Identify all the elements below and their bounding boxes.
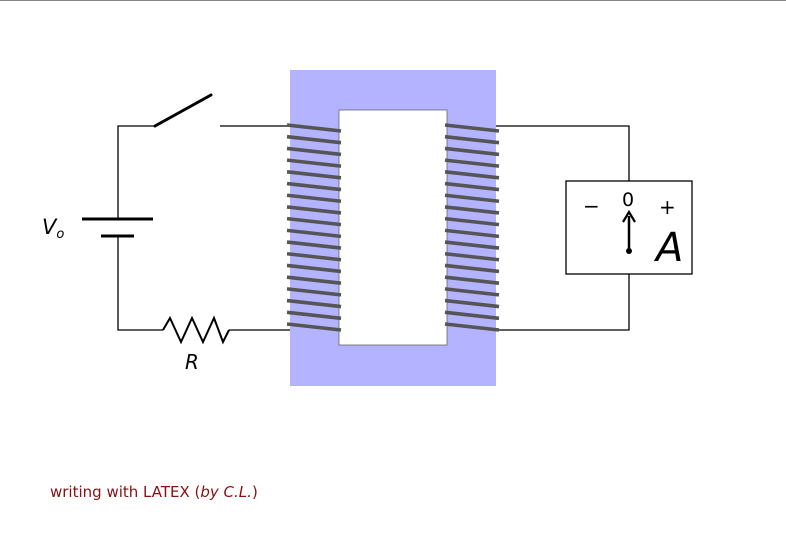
primary-winding-turn	[286, 216, 342, 227]
footer-note: writing with LATEX (by C.L.)	[50, 483, 258, 501]
secondary-winding-turn	[444, 310, 500, 321]
primary-winding-turn	[286, 146, 342, 157]
ammeter-zero-mark: 0	[622, 189, 635, 211]
ammeter-minus-sign: −	[583, 194, 600, 218]
primary-winding	[286, 123, 342, 332]
primary-winding-turn	[286, 134, 342, 145]
secondary-winding-turn	[444, 240, 500, 250]
secondary-winding	[444, 123, 500, 332]
primary-winding-turn	[286, 228, 342, 239]
resistor-zigzag	[162, 315, 230, 345]
secondary-winding-turn	[444, 123, 500, 133]
secondary-winding-turn	[444, 298, 500, 309]
secondary-winding-turn	[444, 322, 500, 332]
secondary-circuit	[496, 125, 630, 331]
ammeter-plus-sign: +	[659, 195, 676, 219]
resistor-label: R	[185, 350, 199, 374]
secondary-winding-turn	[444, 228, 500, 239]
ammeter-needle-head	[622, 209, 636, 223]
secondary-winding-turn	[444, 216, 500, 227]
secondary-winding-turn	[444, 263, 500, 274]
secondary-winding-turn	[444, 193, 500, 204]
battery-label: Vo	[42, 215, 65, 242]
secondary-winding-turn	[444, 146, 500, 157]
wire-top-left	[117, 125, 155, 219]
top-rule	[0, 0, 786, 1]
secondary-winding-turn	[444, 158, 500, 168]
secondary-winding-turn	[444, 287, 500, 297]
wire-bottom-right	[496, 274, 630, 331]
primary-winding-turn	[286, 263, 342, 274]
ammeter-pivot	[626, 248, 632, 254]
switch-lever	[153, 93, 213, 128]
primary-circuit	[117, 125, 290, 331]
primary-winding-turn	[286, 310, 342, 321]
primary-winding-turn	[286, 240, 342, 250]
primary-winding-turn	[286, 205, 342, 215]
primary-winding-turn	[286, 170, 342, 180]
primary-winding-turn	[286, 298, 342, 309]
core-window	[338, 109, 448, 346]
primary-winding-turn	[286, 193, 342, 204]
primary-winding-turn	[286, 181, 342, 192]
secondary-winding-turn	[444, 205, 500, 215]
secondary-winding-turn	[444, 170, 500, 180]
wire-bottom-left	[117, 236, 163, 331]
primary-winding-turn	[286, 322, 342, 332]
primary-winding-turn	[286, 123, 342, 133]
ammeter-unit-label: A	[656, 225, 684, 271]
secondary-winding-turn	[444, 134, 500, 145]
secondary-winding-turn	[444, 181, 500, 192]
primary-winding-turn	[286, 251, 342, 262]
primary-winding-turn	[286, 287, 342, 297]
latex-logo: LATEX	[143, 483, 190, 501]
primary-winding-turn	[286, 158, 342, 168]
secondary-winding-turn	[444, 251, 500, 262]
secondary-winding-turn	[444, 275, 500, 285]
wire-top-right	[496, 125, 630, 181]
primary-winding-turn	[286, 275, 342, 285]
